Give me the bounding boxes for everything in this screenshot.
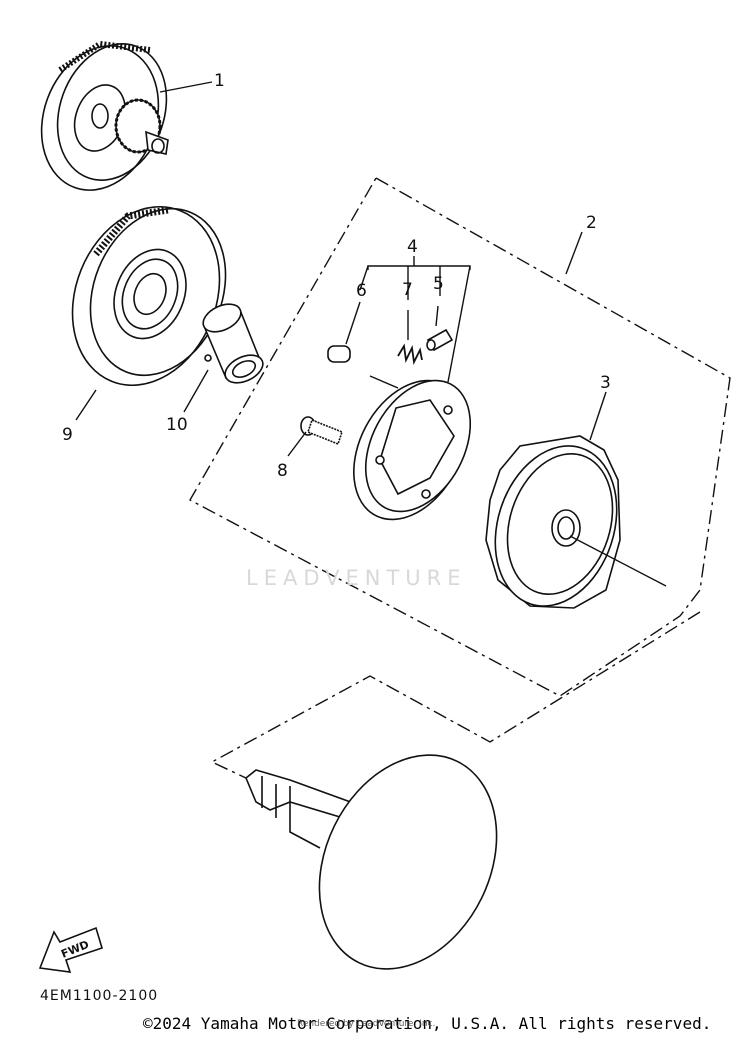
callout-4: 4	[407, 237, 418, 257]
part-10-collar	[202, 303, 264, 384]
callout-8: 8	[277, 461, 288, 481]
fwd-arrow-icon	[38, 926, 103, 973]
callout-10: 10	[166, 415, 188, 435]
part-7-spring	[397, 343, 423, 365]
callout-leaders	[75, 81, 607, 457]
callout-6: 6	[356, 281, 367, 301]
part-1-starter-gear	[40, 40, 169, 191]
callout-5: 5	[433, 274, 444, 294]
copyright-notice: ©2024 Yamaha Motor Corporation, U.S.A. A…	[143, 1014, 712, 1033]
part-8-screw	[300, 416, 343, 446]
callout-3: 3	[600, 373, 611, 393]
part-4-clutch-body	[353, 379, 472, 521]
callout-9: 9	[62, 425, 73, 445]
drawing-code: 4EM1100-2100	[40, 988, 159, 1004]
watermark-text: LEADVENTURE	[246, 566, 467, 590]
callout-1: 1	[214, 71, 225, 91]
callout-7: 7	[402, 280, 413, 300]
part-5-plunger	[426, 328, 454, 352]
rendered-by-note: Rendered by LeadVenture, Inc.	[297, 1019, 436, 1029]
part-6-roller	[327, 345, 351, 363]
part-9-idler-gear	[71, 205, 227, 387]
part-3-clutch-housing	[485, 435, 621, 609]
lower-assembly-leader	[210, 611, 701, 779]
crankshaft-disc	[245, 754, 498, 970]
shaft-centerline	[569, 535, 667, 587]
group-4-bracket	[345, 256, 471, 389]
assembly-2-boundary	[189, 177, 731, 697]
callout-2: 2	[586, 213, 597, 233]
